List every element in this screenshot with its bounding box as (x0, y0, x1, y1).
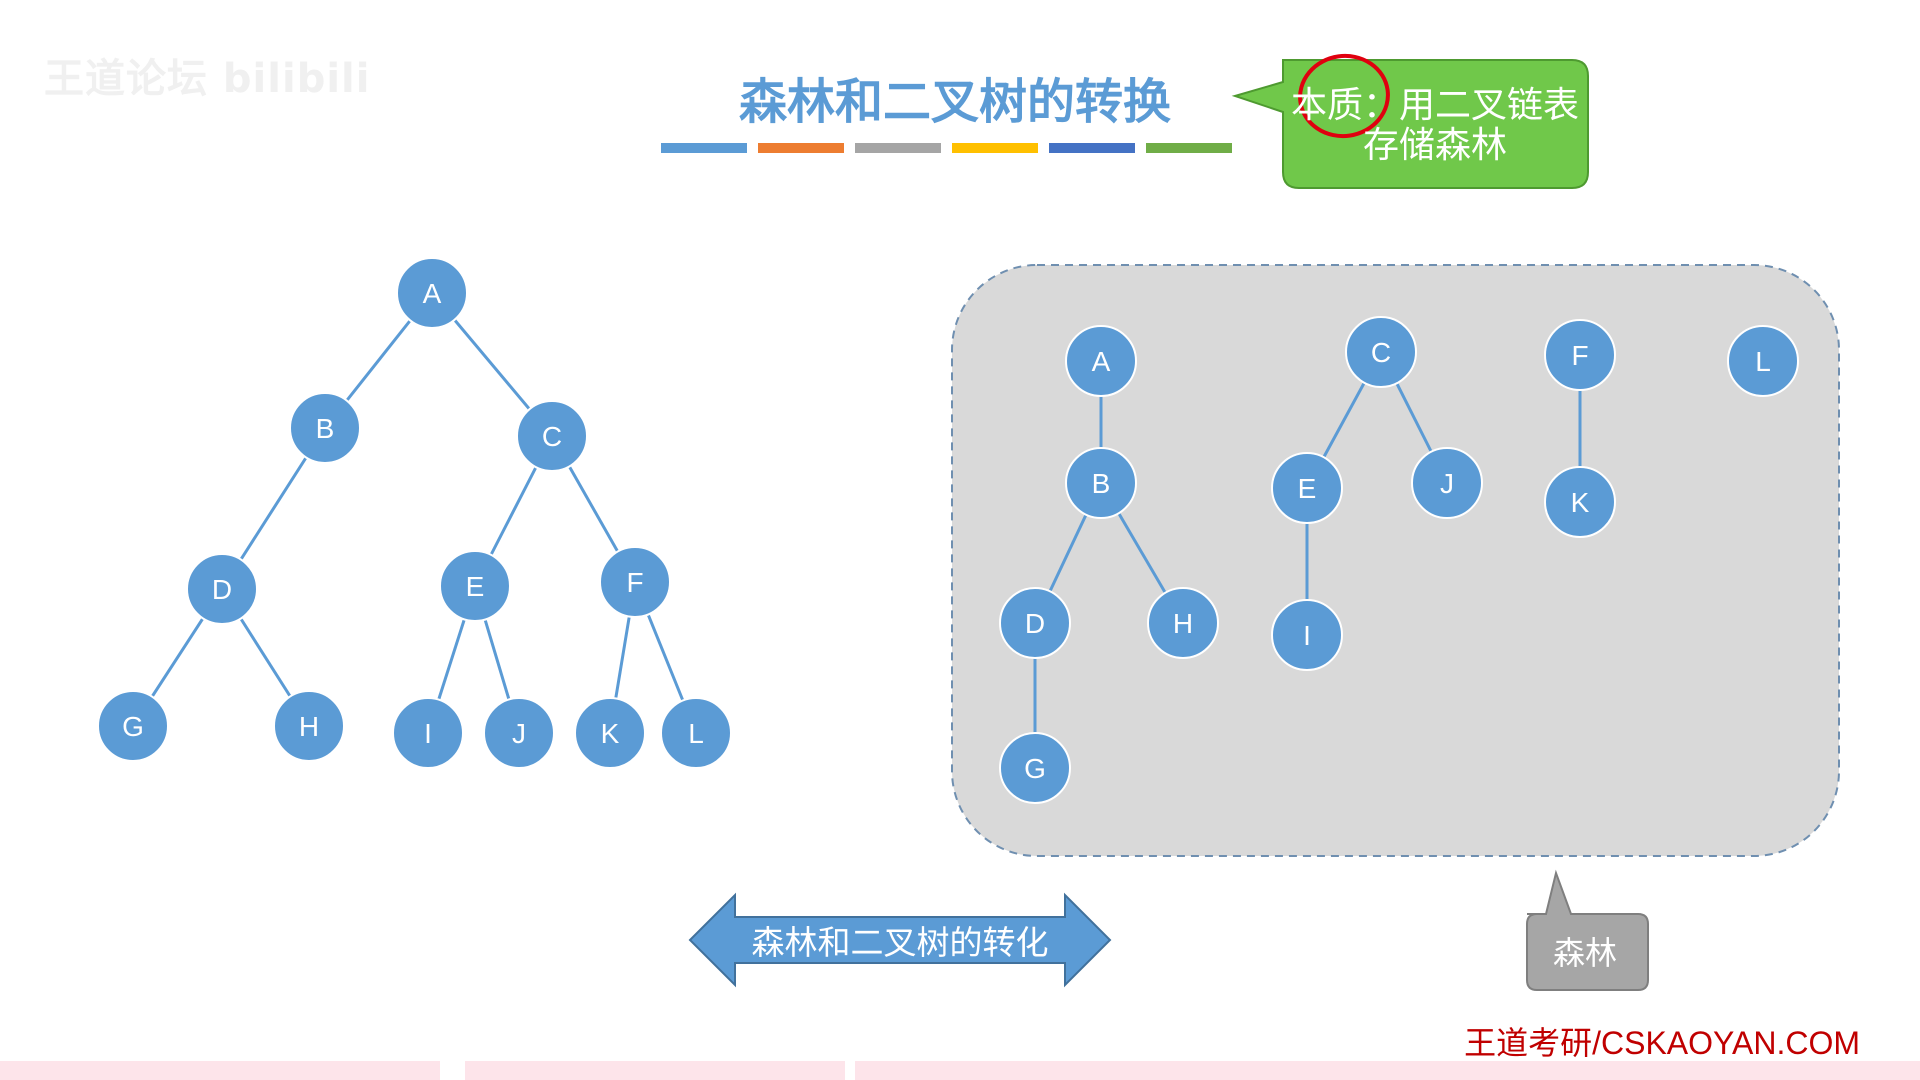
forest-node-c: C (1345, 316, 1417, 388)
forest-node-i: I (1271, 599, 1343, 671)
node-label: B (316, 413, 335, 444)
node-label: B (1092, 468, 1111, 499)
node-circle (439, 550, 511, 622)
binary-tree-node-g: G (97, 690, 169, 762)
node-label: C (1371, 337, 1391, 368)
node-label: K (601, 718, 620, 749)
title-color-bar (855, 143, 941, 153)
forest-node-d: D (999, 587, 1071, 659)
title-color-bar (1146, 143, 1232, 153)
node-circle (1147, 587, 1219, 659)
node-label: G (1024, 753, 1046, 784)
watermark: 王道论坛 bilibili (44, 56, 371, 102)
node-circle (1271, 599, 1343, 671)
title-color-bar (758, 143, 844, 153)
binary-tree-node-a: A (396, 257, 468, 329)
annotation-circle (1298, 53, 1390, 139)
binary-tree-node-d: D (186, 553, 258, 625)
node-label: L (1755, 346, 1771, 377)
node-circle (483, 697, 555, 769)
forest-node-k: K (1544, 466, 1616, 538)
node-circle (574, 697, 646, 769)
slide-title: 森林和二叉树的转换 (738, 74, 1171, 130)
node-label: G (122, 711, 144, 742)
binary-tree-node-l: L (660, 697, 732, 769)
node-label: E (1298, 473, 1317, 504)
node-label: D (212, 574, 232, 605)
binary-tree-node-j: J (483, 697, 555, 769)
forest-node-a: A (1065, 325, 1137, 397)
node-circle (97, 690, 169, 762)
node-label: L (688, 718, 704, 749)
forest-node-g: G (999, 732, 1071, 804)
node-circle (999, 732, 1071, 804)
forest-node-h: H (1147, 587, 1219, 659)
node-label: H (1173, 608, 1193, 639)
title-color-bar (1049, 143, 1135, 153)
arrow-label: 森林和二叉树的转化 (751, 923, 1049, 962)
forest-node-e: E (1271, 452, 1343, 524)
binary-tree-node-f: F (599, 546, 671, 618)
node-circle (599, 546, 671, 618)
node-label: K (1571, 487, 1590, 518)
callout-bubble (1231, 59, 1589, 189)
node-circle (1345, 316, 1417, 388)
binary-tree-node-e: E (439, 550, 511, 622)
node-circle (1065, 447, 1137, 519)
node-circle (1411, 447, 1483, 519)
node-circle (186, 553, 258, 625)
forest-node-l: L (1727, 325, 1799, 397)
forest-container (951, 264, 1840, 857)
node-label: A (1092, 346, 1111, 377)
node-circle (289, 392, 361, 464)
forest-label: 森林 (1552, 934, 1617, 972)
binary-tree-node-h: H (273, 690, 345, 762)
node-circle (396, 257, 468, 329)
title-color-bar (661, 143, 747, 153)
node-label: C (542, 421, 562, 452)
node-label: H (299, 711, 319, 742)
footer-credit: 王道考研/CSKAOYAN.COM (1464, 1025, 1860, 1061)
node-circle (392, 697, 464, 769)
node-circle (1065, 325, 1137, 397)
node-circle (1544, 466, 1616, 538)
bottom-strip (0, 1061, 1920, 1080)
node-label: I (1303, 620, 1311, 651)
binary-tree-node-c: C (516, 400, 588, 472)
node-label: I (424, 718, 432, 749)
binary-tree-node-b: B (289, 392, 361, 464)
node-label: D (1025, 608, 1045, 639)
node-circle (516, 400, 588, 472)
transform-double-arrow (688, 892, 1112, 988)
node-label: J (512, 718, 526, 749)
title-color-bar (952, 143, 1038, 153)
node-label: F (626, 567, 643, 598)
binary-tree-node-i: I (392, 697, 464, 769)
callout-text: 本质：用二叉链表存储森林 (1290, 85, 1579, 166)
node-circle (1544, 319, 1616, 391)
node-circle (1727, 325, 1799, 397)
forest-label-bubble (1526, 869, 1649, 991)
node-circle (1271, 452, 1343, 524)
node-label: J (1440, 468, 1454, 499)
node-circle (273, 690, 345, 762)
node-circle (660, 697, 732, 769)
node-label: A (423, 278, 442, 309)
forest-node-b: B (1065, 447, 1137, 519)
binary-tree-node-k: K (574, 697, 646, 769)
forest-node-j: J (1411, 447, 1483, 519)
node-label: E (466, 571, 485, 602)
node-circle (999, 587, 1071, 659)
forest-node-f: F (1544, 319, 1616, 391)
node-label: F (1571, 340, 1588, 371)
